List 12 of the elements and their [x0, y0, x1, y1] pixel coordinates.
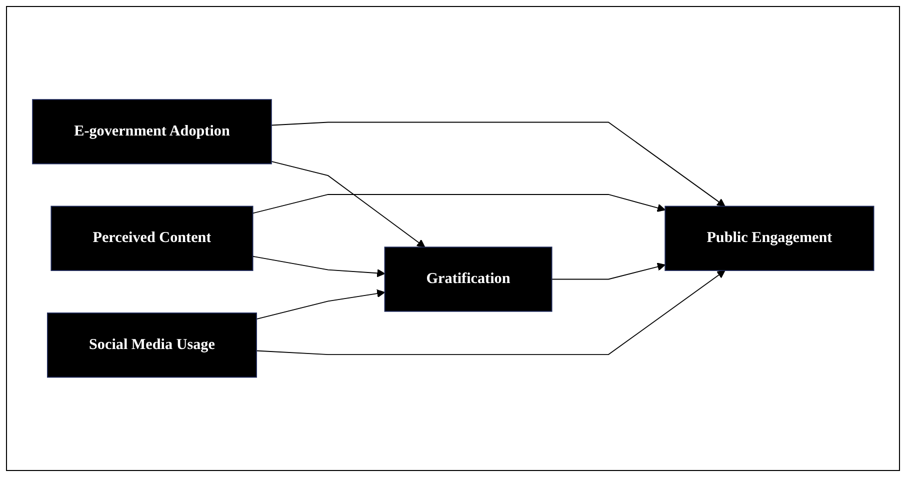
node-box: E-government Adoption — [32, 99, 272, 164]
arrow — [256, 270, 726, 356]
arrow — [551, 262, 666, 280]
node-box: Public Engagement — [664, 206, 874, 272]
node-box: Perceived Content — [50, 206, 254, 272]
node-box: Gratification — [384, 246, 552, 312]
arrow — [252, 256, 385, 278]
arrow — [256, 290, 385, 320]
arrow — [270, 122, 726, 207]
arrow — [270, 161, 426, 248]
node-box: Social Media Usage — [46, 312, 257, 378]
arrow — [252, 194, 666, 214]
